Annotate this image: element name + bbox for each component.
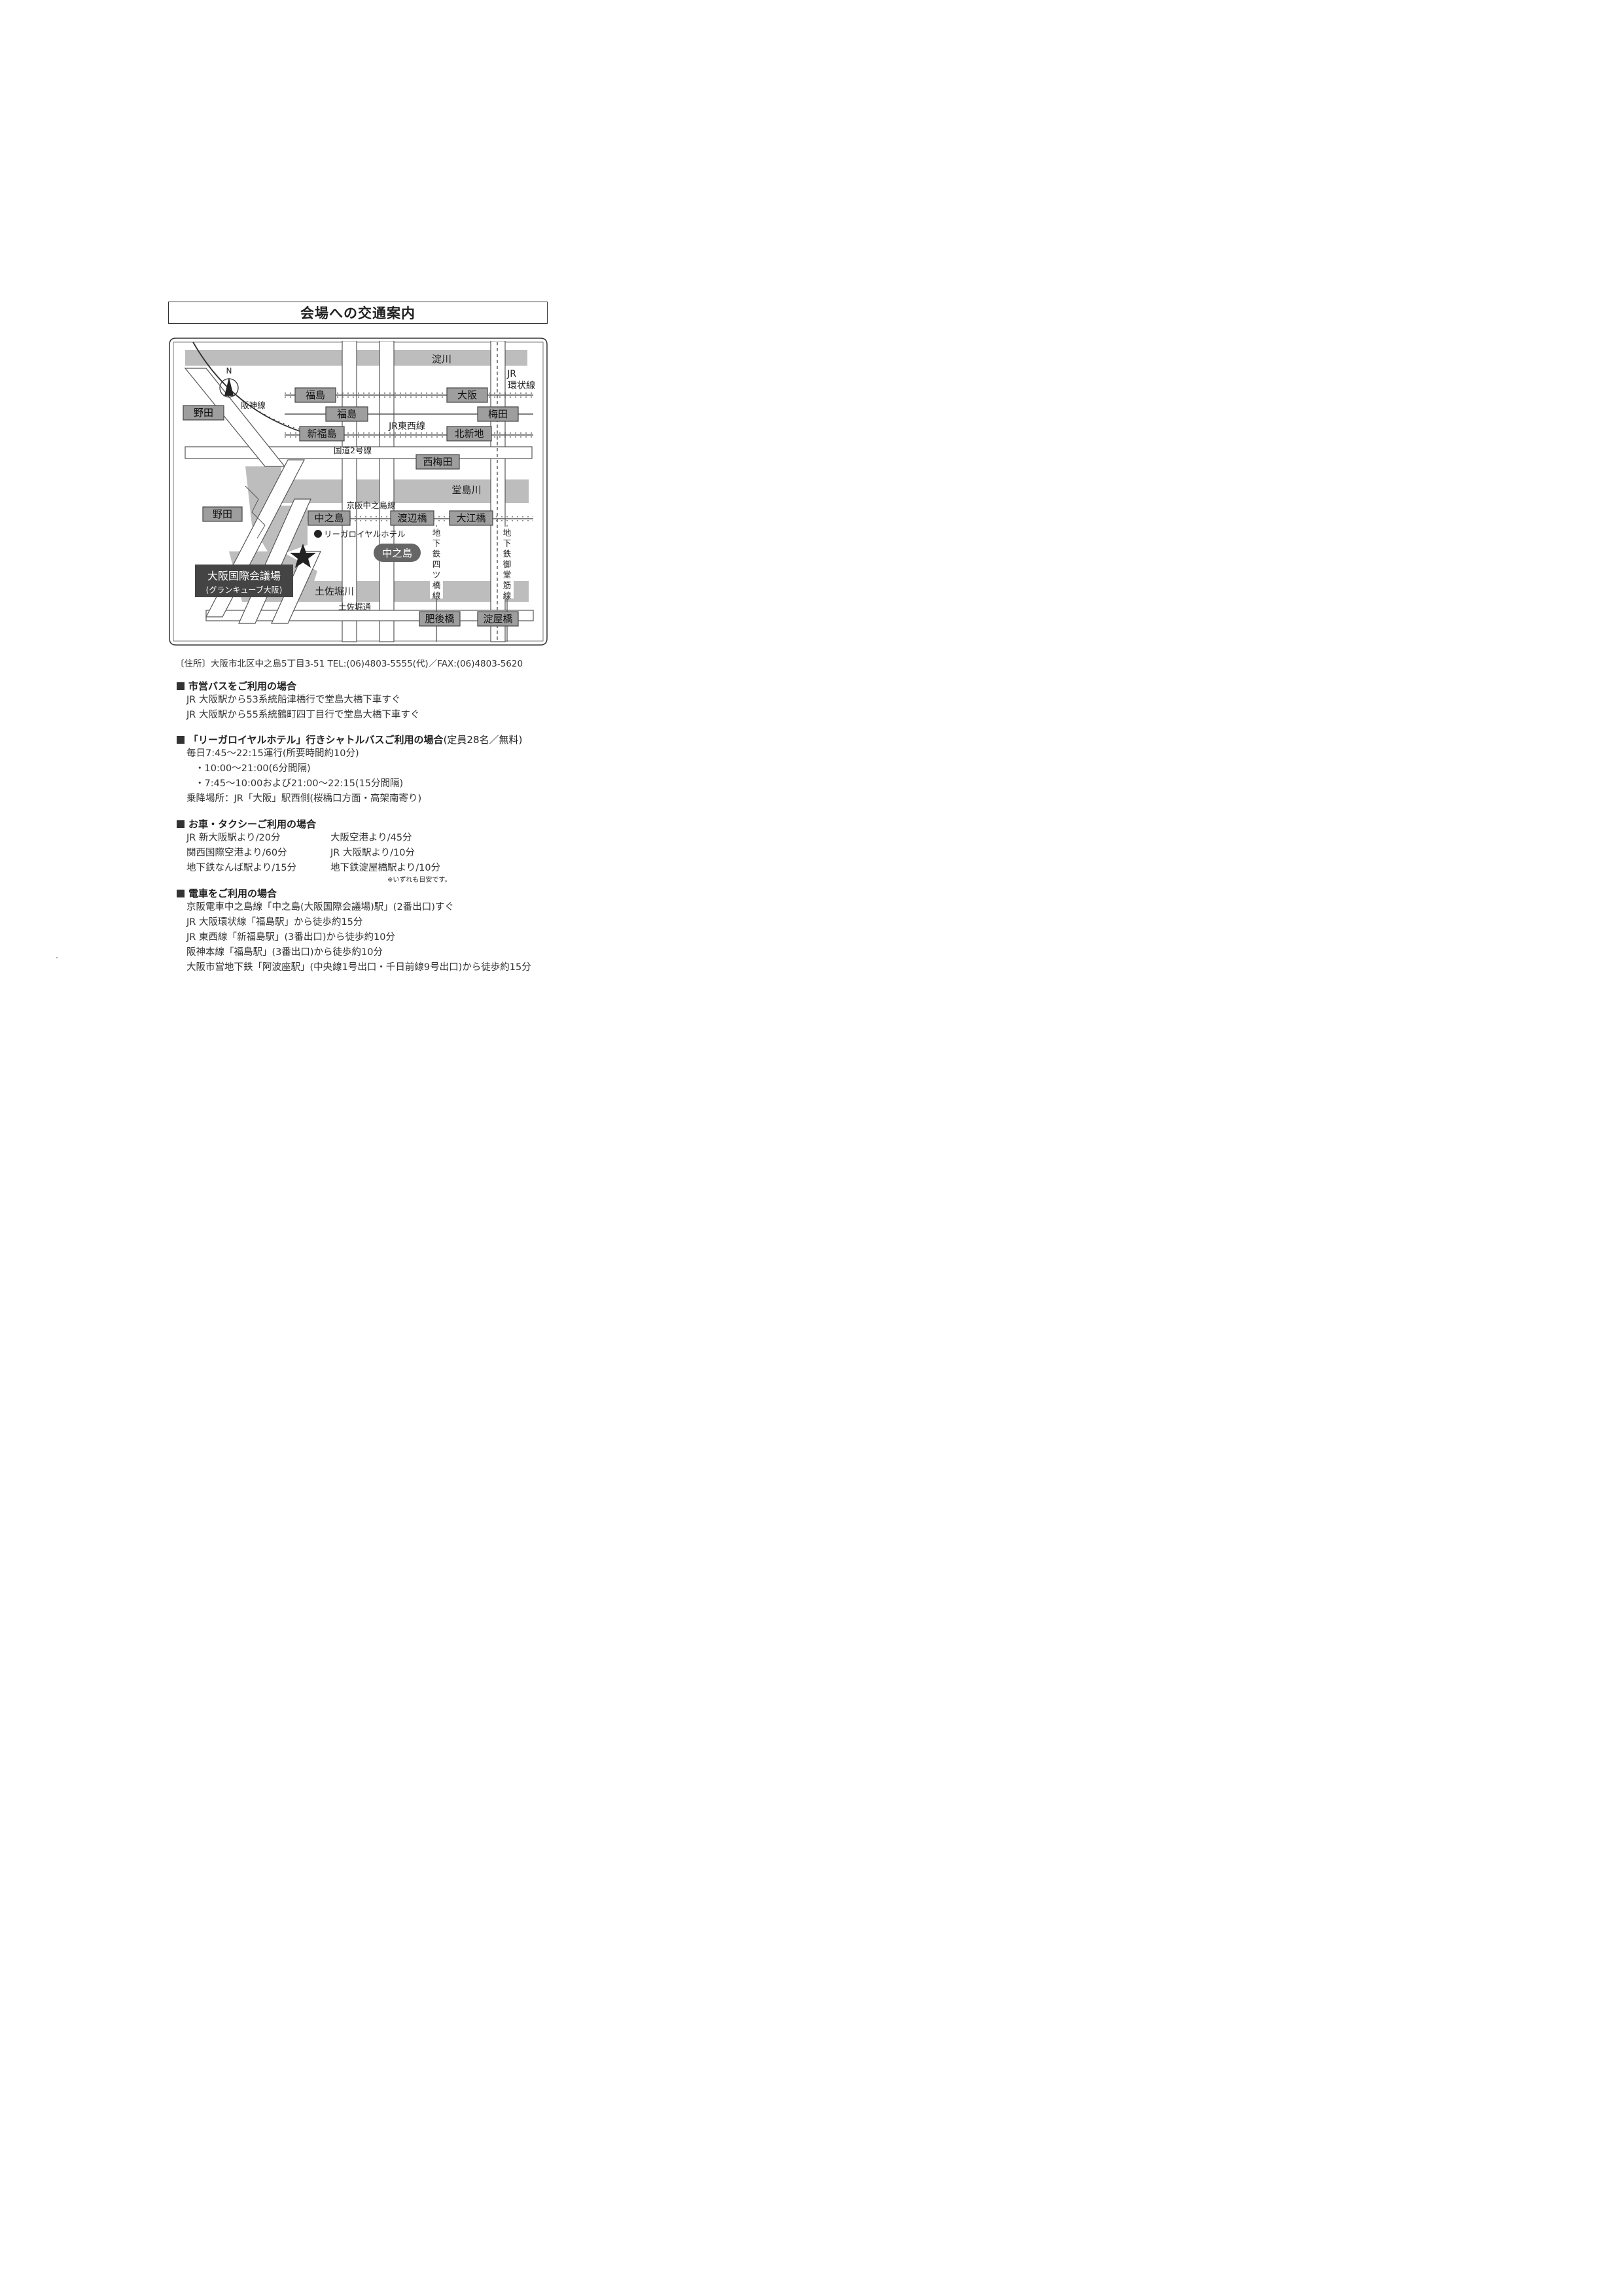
station-osaka-box: [446, 387, 488, 403]
train-heading: 電車をご利用の場合: [188, 888, 277, 899]
taxi-note: ※いずれも目安です。: [387, 877, 451, 884]
area-badge: [374, 544, 421, 562]
river-label-yodogawa: 淀川: [432, 353, 451, 365]
line-label-jr-tozai: JR東西線: [388, 421, 425, 432]
station-nishiumeda-box: [415, 454, 460, 470]
shuttle-line: 乗降場所：JR「大阪」駅西側(桜橋口方面・高架南寄り): [186, 793, 422, 804]
map-frame: [169, 338, 548, 646]
section-shuttle: 「リーガロイヤルホテル」行きシャトルバスご利用の場合(定員28名／無料) 毎日7…: [177, 733, 522, 807]
station-oebashi-box: [449, 510, 493, 526]
station-nakanoshima: 中之島: [314, 512, 344, 524]
section-bus: 市営バスをご利用の場合 JR 大阪駅から53系統船津橋行で堂島大橋下車すぐ JR…: [177, 679, 419, 723]
train-line: 阪神本線「福島駅」(3番出口)から徒歩約10分: [186, 947, 383, 958]
station-higobashi-box: [419, 611, 461, 627]
station-fukushima-jr-box: [325, 406, 368, 422]
station-yodoyabashi: 淀屋橋: [483, 613, 512, 625]
station-fukushima-hanshin: 福島: [306, 389, 325, 401]
station-shinfukushima: 新福島: [307, 428, 336, 440]
svg-text:鉄: 鉄: [432, 549, 441, 559]
station-yodoyabashi-box: [477, 611, 519, 627]
bullet-square-icon: [177, 682, 185, 690]
taxi-item: 大阪空港より/45分: [330, 833, 412, 843]
train-line: 京阪電車中之島線「中之島(大阪国際会議場)駅」(2番出口)すぐ: [186, 902, 454, 913]
station-noda-mid-box: [202, 506, 243, 522]
shuttle-heading-note: (定員28名／無料): [443, 734, 523, 746]
svg-text:堂: 堂: [503, 570, 512, 580]
svg-text:四: 四: [432, 559, 441, 569]
svg-text:鉄: 鉄: [503, 549, 512, 559]
venue-subname: (グランキューブ大阪): [206, 585, 283, 595]
river-dojimagawa: [281, 479, 529, 503]
scan-speck: [56, 957, 58, 958]
line-label-keihan: 京阪中之島線: [346, 500, 396, 510]
road-label-tosaborido: 土佐堀通: [338, 602, 372, 612]
train-line: 大阪市営地下鉄「阿波座駅」(中央線1号出口・千日前線9号出口)から徒歩約15分: [186, 962, 531, 973]
svg-text:筋: 筋: [503, 580, 512, 590]
hotel-label: リーガロイヤルホテル: [324, 529, 406, 539]
svg-text:橋: 橋: [432, 580, 441, 590]
bullet-square-icon: [177, 820, 185, 828]
bus-line: JR 大阪駅から55系統鶴町四丁目行で堂島大橋下車すぐ: [186, 710, 420, 720]
station-fukushima-hanshin-box: [294, 387, 336, 403]
river-label-tosaborigawa: 土佐堀川: [315, 585, 354, 597]
station-noda-top: 野田: [194, 407, 213, 419]
address-line: 〔住所〕大阪市北区中之島5丁目3-51 TEL:(06)4803-5555(代)…: [175, 659, 523, 669]
shuttle-line: ・7:45～10:00および21:00～22:15(15分間隔): [195, 778, 404, 789]
shuttle-line: 毎日7:45～22:15運行(所要時間約10分): [186, 748, 359, 759]
line-label-jr-loop-2: 環状線: [508, 381, 535, 391]
area-label-nakanoshima: 中之島: [382, 548, 413, 559]
bus-heading: 市営バスをご利用の場合: [188, 680, 297, 692]
subway-yotsubashi-label-1: 地: [432, 528, 441, 538]
station-nakanoshima-box: [308, 510, 351, 526]
road-label-route2: 国道2号線: [334, 445, 372, 455]
station-umeda: 梅田: [488, 408, 508, 420]
svg-text:ツ: ツ: [432, 570, 441, 580]
section-taxi: お車・タクシーご利用の場合 JR 新大阪駅より/20分 大阪空港より/45分 関…: [177, 817, 501, 884]
venue-name: 大阪国際会議場: [207, 570, 281, 582]
bullet-square-icon: [177, 889, 185, 897]
train-line: JR 大阪環状線「福島駅」から徒歩約15分: [186, 917, 363, 928]
station-watanabebashi: 渡辺橋: [397, 512, 427, 524]
svg-text:線: 線: [503, 591, 512, 600]
station-kitashinchi-box: [446, 426, 492, 442]
hotel-marker-icon: [314, 530, 322, 538]
access-map: 野田 福島 福島 新福島 大阪 梅田 北新地 西梅田 野田 中之島 渡辺橋 大江…: [169, 338, 548, 646]
north-arrow-icon: N: [219, 366, 239, 398]
station-higobashi: 肥後橋: [425, 613, 454, 625]
station-oebashi: 大江橋: [456, 512, 485, 524]
station-kitashinchi: 北新地: [454, 428, 484, 440]
subway-midosuji-label-1: 地: [503, 528, 512, 538]
station-noda-top-box: [183, 405, 224, 421]
shuttle-line: ・10:00～21:00(6分間隔): [195, 763, 311, 774]
taxi-item: JR 大阪駅より/10分: [330, 848, 415, 858]
bus-line: JR 大阪駅から53系統船津橋行で堂島大橋下車すぐ: [186, 695, 401, 705]
taxi-item: JR 新大阪駅より/20分: [186, 833, 281, 843]
station-shinfukushima-box: [299, 426, 345, 442]
svg-text:下: 下: [432, 538, 441, 548]
shuttle-heading: 「リーガロイヤルホテル」行きシャトルバスご利用の場合: [188, 734, 444, 746]
station-umeda-box: [477, 406, 519, 422]
north-label: N: [226, 366, 232, 375]
venue-label-box: [195, 565, 293, 597]
station-watanabebashi-box: [390, 510, 434, 526]
taxi-item: 関西国際空港より/60分: [186, 848, 287, 858]
svg-text:御: 御: [503, 559, 512, 569]
line-label-jr-loop-1: JR: [506, 369, 516, 379]
bullet-square-icon: [177, 735, 185, 744]
station-noda-mid: 野田: [213, 508, 232, 520]
station-fukushima-jr: 福島: [337, 408, 357, 420]
taxi-item: 地下鉄淀屋橋駅より/10分: [330, 863, 441, 873]
station-osaka: 大阪: [457, 389, 477, 401]
taxi-heading: お車・タクシーご利用の場合: [188, 818, 317, 830]
venue-star-icon: [290, 544, 316, 568]
page-title: 会場への交通案内: [168, 302, 548, 324]
river-label-dojimagawa: 堂島川: [451, 484, 481, 496]
train-line: JR 東西線「新福島駅」(3番出口)から徒歩約10分: [186, 932, 395, 943]
svg-text:線: 線: [432, 591, 441, 600]
svg-text:下: 下: [503, 538, 512, 548]
taxi-item: 地下鉄なんば駅より/15分: [186, 863, 297, 873]
line-label-hanshin: 阪神線: [241, 400, 266, 410]
station-nishiumeda: 西梅田: [423, 456, 452, 468]
section-train: 電車をご利用の場合 京阪電車中之島線「中之島(大阪国際会議場)駅」(2番出口)す…: [177, 886, 531, 975]
